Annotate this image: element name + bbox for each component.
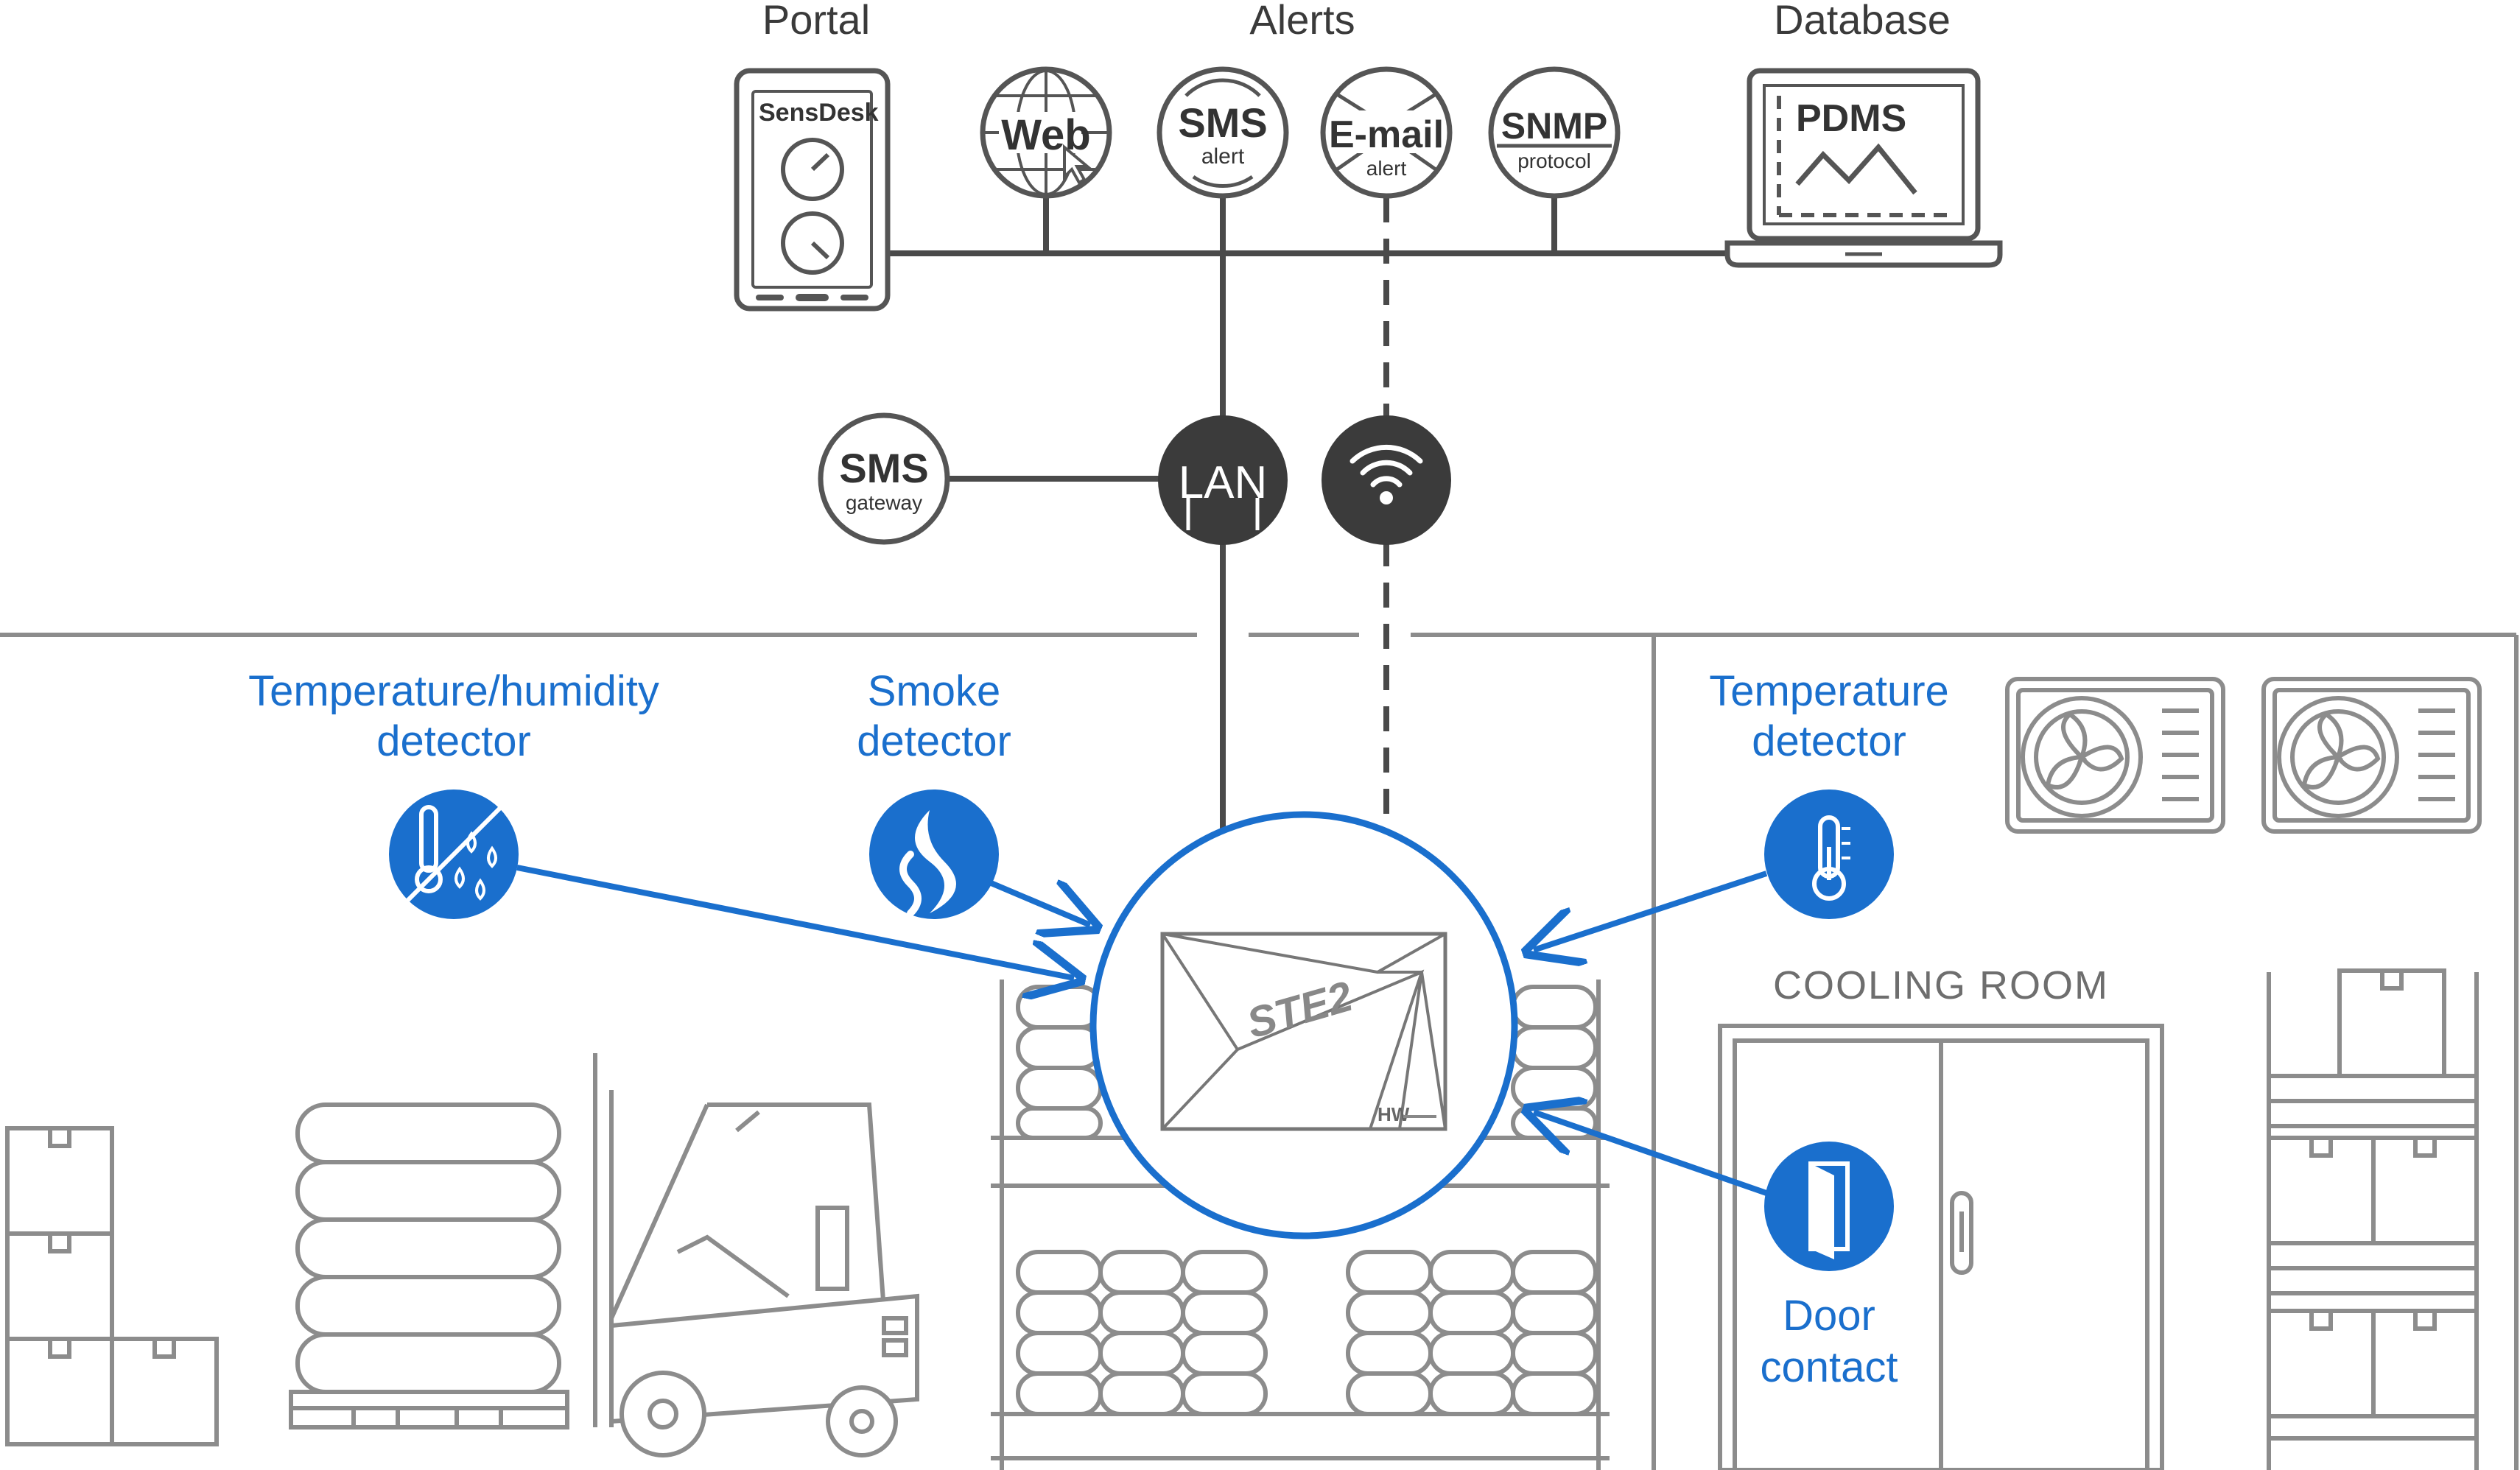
smoke-label-2: detector: [857, 717, 1011, 765]
thermometer-icon: [1764, 789, 1894, 919]
sms-gateway-node: SMS gateway: [818, 412, 950, 545]
wifi-node: [1322, 415, 1451, 545]
temperature-label-1: Temperature: [1709, 667, 1949, 715]
wifi-icon: [1350, 444, 1423, 504]
smoke-label-1: Smoke: [868, 667, 1001, 715]
portal-label: Portal: [762, 0, 870, 43]
door-label-1: Door: [1783, 1292, 1875, 1340]
cooling-room-door: [1718, 1024, 2164, 1470]
sensor-arrows: [516, 865, 1768, 1196]
cursor-icon: [1063, 144, 1092, 185]
cooling-room-label: COOLING ROOM: [1773, 963, 2109, 1007]
sms-gateway-sub: gateway: [846, 491, 922, 514]
svg-text:SensDesk: SensDesk: [759, 99, 879, 127]
email-node: E-mail alert: [1320, 66, 1453, 199]
sms-alert-main: SMS: [1178, 99, 1267, 146]
email-sub: alert: [1366, 157, 1407, 180]
lan-node: LAN: [1158, 415, 1288, 545]
building-outline: [0, 633, 2519, 1470]
sensdesk-brand-a: Sens: [759, 99, 818, 127]
snmp-sub: protocol: [1517, 150, 1591, 172]
box-stack-left: [5, 1126, 219, 1446]
shelving-right: [2267, 968, 2479, 1470]
temp-humidity-label-2: detector: [376, 717, 531, 765]
pdms-label: PDMS: [1796, 97, 1906, 140]
alerts-label: Alerts: [1249, 0, 1355, 43]
gauge-icon: [781, 211, 844, 275]
flame-icon: [869, 789, 999, 919]
forklift: [289, 1053, 919, 1457]
ac-unit: [2261, 677, 2482, 834]
web-label: Web: [1001, 111, 1090, 159]
email-main: E-mail: [1329, 113, 1444, 156]
database-label: Database: [1774, 0, 1951, 43]
door-label-2: contact: [1761, 1343, 1898, 1391]
ste2-hub: STE2 HW: [1089, 811, 1518, 1239]
web-node: Web: [980, 66, 1112, 199]
sms-gateway-main: SMS: [839, 445, 928, 491]
laptop-database: PDMS: [1724, 68, 2003, 268]
temp-humidity-label-1: Temperature/humidity: [248, 667, 659, 715]
temperature-label-2: detector: [1752, 717, 1906, 765]
sensdesk-brand-b: Desk: [818, 99, 878, 127]
ac-unit: [2005, 677, 2225, 834]
gauge-icon: [781, 138, 844, 201]
lan-label: LAN: [1179, 457, 1268, 508]
door-icon: [1764, 1142, 1894, 1271]
sensdesk-tablet: SensDesk: [734, 68, 891, 312]
hwg-logo: HW: [1377, 1103, 1410, 1125]
snmp-node: SNMP protocol: [1488, 66, 1621, 199]
sms-alert-node: SMS alert: [1157, 66, 1289, 199]
pallet-rack-center: [991, 980, 1610, 1470]
snmp-main: SNMP: [1501, 105, 1607, 147]
top-bus: [884, 197, 1731, 832]
thermometer-droplets-icon: [389, 789, 519, 919]
sms-alert-sub: alert: [1201, 144, 1245, 169]
